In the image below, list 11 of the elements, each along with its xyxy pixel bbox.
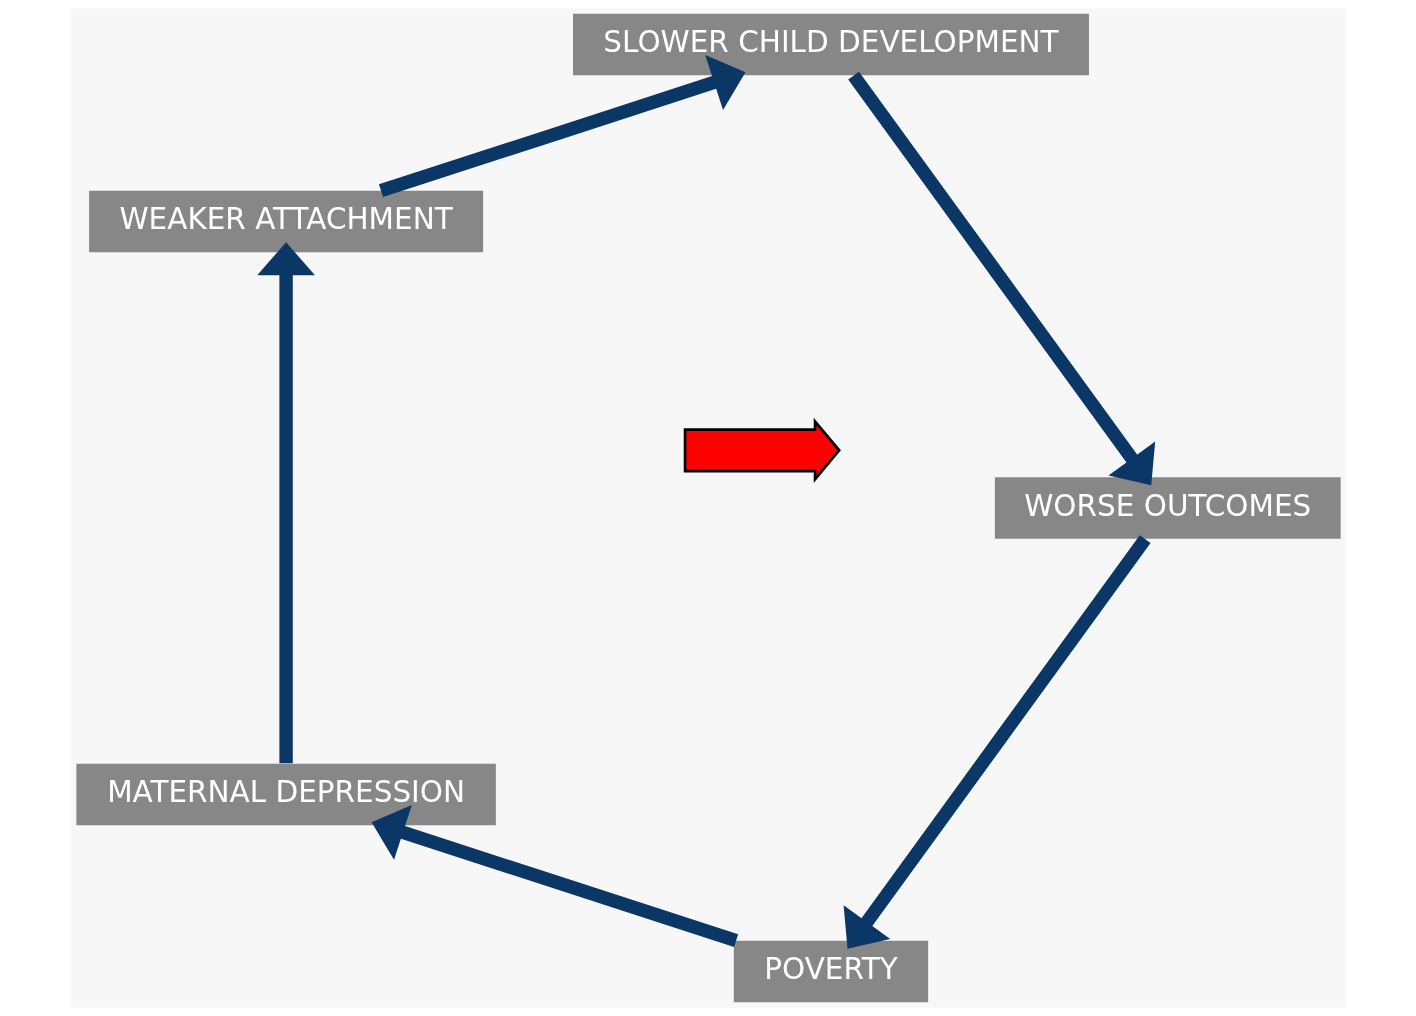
node-arrow xyxy=(683,417,841,483)
node-box: WORSE OUTCOMES xyxy=(994,477,1341,539)
node-box: MATERNAL DEPRESSION xyxy=(75,763,496,826)
arrow xyxy=(843,535,1151,949)
arrow xyxy=(378,55,745,198)
arrow xyxy=(256,242,315,764)
arrow xyxy=(371,805,738,948)
node-box: POVERTY xyxy=(733,940,928,1003)
node-box: WEAKER ATTACHMENT xyxy=(88,190,483,253)
node-box: SLOWER CHILD DEVELOPMENT xyxy=(572,13,1089,76)
arrow xyxy=(847,71,1155,486)
